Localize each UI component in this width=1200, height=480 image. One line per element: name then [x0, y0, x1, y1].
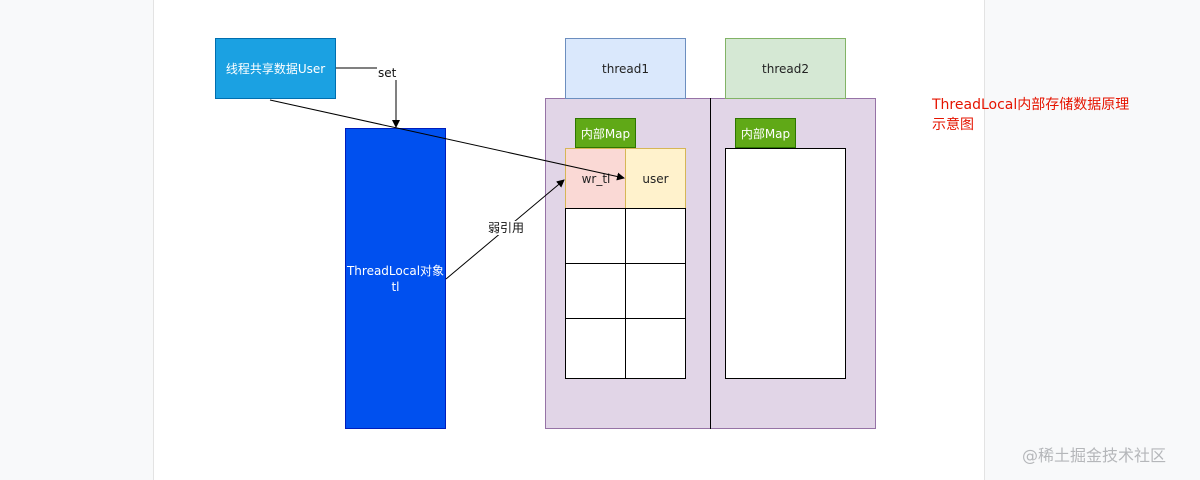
map-value-label: user — [642, 171, 669, 186]
watermark: @稀土掘金技术社区 — [1022, 446, 1167, 465]
map-key-cell[interactable]: wr_tl — [565, 148, 626, 209]
threadlocal-object-node[interactable]: ThreadLocal对象 tl — [345, 128, 446, 429]
thread1-node[interactable]: thread1 — [565, 38, 686, 99]
shared-data-user-node[interactable]: 线程共享数据User — [215, 38, 336, 99]
thread2-label: thread2 — [762, 61, 809, 76]
thread2-node[interactable]: thread2 — [725, 38, 846, 99]
weak-reference-edge-label: 弱引用 — [487, 221, 526, 235]
diagram-caption: ThreadLocal内部存储数据原理示意图 — [932, 97, 1130, 133]
map-tag-label: 内部Map — [740, 126, 791, 141]
set-edge-label: set — [377, 66, 398, 80]
map-key-label: wr_tl — [581, 171, 611, 186]
map-value-cell[interactable]: user — [625, 148, 686, 209]
thread2-internal-map-tag[interactable]: 内部Map — [735, 118, 796, 148]
panel-divider — [710, 98, 711, 429]
thread1-map-table — [565, 208, 686, 379]
thread2-map-table — [725, 148, 846, 379]
map-tag-label: 内部Map — [580, 126, 631, 141]
shared-data-label: 线程共享数据User — [225, 62, 326, 76]
thread1-label: thread1 — [602, 61, 649, 76]
threadlocal-label: ThreadLocal对象 tl — [346, 263, 445, 294]
thread1-internal-map-tag[interactable]: 内部Map — [575, 118, 636, 148]
